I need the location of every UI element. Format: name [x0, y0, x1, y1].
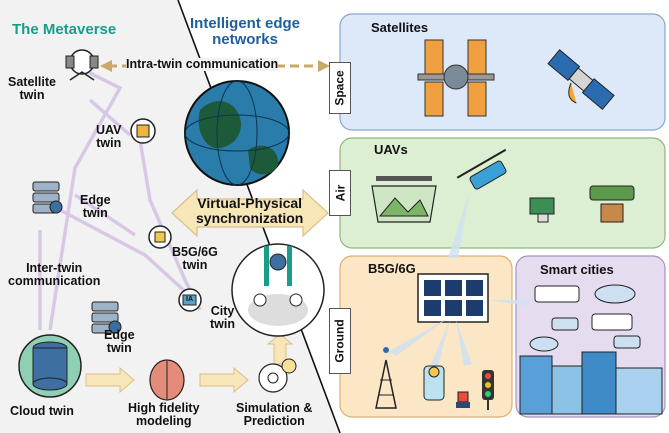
layer-tag-space: Space	[329, 62, 351, 114]
edge-server-icon-bottom	[91, 301, 122, 334]
sync-double-arrow	[171, 188, 329, 238]
simulation-label: Simulation & Prediction	[236, 401, 313, 429]
smart-cities-title: Smart cities	[540, 262, 614, 277]
van-icon	[591, 313, 633, 331]
people-vr-icon	[231, 243, 325, 337]
car-icon-2	[613, 335, 641, 349]
layer-tag-ground: Ground	[329, 308, 351, 374]
prediction-arrow	[266, 333, 294, 365]
cloud-icon-2	[529, 336, 559, 352]
intra-twin-arrow-head-left	[100, 60, 112, 72]
satellite-icon-1	[417, 39, 495, 117]
b5g-twin-label: B5G/6G twin	[172, 245, 218, 273]
b5g-grid-icon	[417, 273, 489, 323]
satellite-twin-label: Satellite twin	[8, 75, 56, 103]
hologram-person-icon	[423, 365, 445, 401]
cloud-twin-icon	[18, 334, 82, 398]
metaverse-title: The Metaverse	[12, 21, 117, 38]
cell-tower-icon	[375, 347, 397, 409]
cloud-twin-label: Cloud twin	[10, 404, 74, 418]
city-twin-icon	[178, 288, 202, 312]
uav-twin-label: UAV twin	[96, 123, 122, 151]
edge-twin-top-label: Edge twin	[80, 193, 111, 221]
cloud-icon-1	[594, 284, 636, 304]
edge-server-icon-top	[32, 181, 63, 214]
uav-small-icon	[529, 197, 555, 223]
high-fidelity-label: High fidelity modeling	[128, 401, 200, 429]
simulation-gear-icon	[258, 358, 297, 393]
b5g-twin-icon	[148, 225, 172, 249]
traffic-light-icon	[482, 370, 494, 410]
networks-title: Intelligent edge networks	[190, 15, 301, 48]
city-twin-label: City twin	[210, 304, 235, 332]
uav-camera-icon	[371, 176, 437, 223]
uavs-title: UAVs	[374, 142, 408, 157]
simulation-arrow	[199, 366, 249, 394]
sync-label: Virtual-Physical synchronization	[196, 195, 304, 226]
edge-twin-bottom-label: Edge twin	[104, 328, 135, 356]
uav-drone-icon	[456, 148, 507, 190]
intra-twin-arrow-head-right	[318, 60, 330, 72]
uav-twin-icon	[130, 118, 156, 144]
car-icon-1	[551, 317, 579, 331]
uav-delivery-icon	[589, 185, 635, 223]
intra-twin-label: Intra-twin communication	[126, 57, 279, 72]
bus-icon	[534, 285, 580, 303]
ia-badge: IA	[186, 296, 193, 303]
city-buildings-icon	[519, 351, 663, 415]
globe-icon	[184, 80, 290, 186]
signal-beams	[388, 190, 530, 366]
modeling-arrow	[85, 366, 135, 394]
inter-twin-label: Inter-twin communication	[8, 261, 101, 289]
layer-tag-air: Air	[329, 170, 351, 216]
satellite-twin-icon	[65, 49, 99, 81]
brain-icon	[149, 359, 185, 401]
satellites-title: Satellites	[371, 20, 429, 35]
b5g-title: B5G/6G	[368, 261, 416, 276]
robot-icon	[456, 391, 470, 408]
satellite-icon-2	[547, 49, 615, 110]
